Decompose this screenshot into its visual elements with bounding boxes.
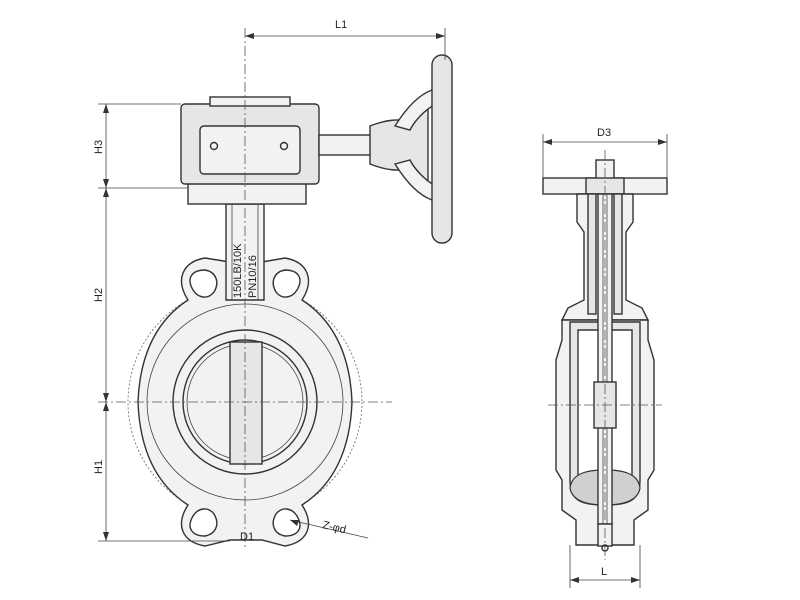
lug-hole-bottom-right xyxy=(272,508,301,537)
handwheel-rim xyxy=(431,54,453,244)
side-packing-left xyxy=(587,193,597,315)
gearbox-bolt-left xyxy=(209,141,219,151)
dim-h3: H3 xyxy=(93,140,105,154)
handwheel-shaft xyxy=(318,134,374,156)
dim-d3: D3 xyxy=(597,127,611,139)
lug-hole-bottom-left xyxy=(189,508,218,537)
side-view xyxy=(542,150,668,560)
dim-h1: H1 xyxy=(93,460,105,474)
lug-hole-top-left xyxy=(189,269,218,298)
dim-d1: D1 xyxy=(240,531,254,543)
gearbox-flange xyxy=(187,181,307,205)
bolt-circle xyxy=(127,284,363,520)
dim-l: L xyxy=(601,566,607,578)
gearbox-bolt-right xyxy=(279,141,289,151)
lug-hole-top-right xyxy=(272,269,301,298)
side-dimensions: D3 L xyxy=(542,127,668,588)
dim-l1: L1 xyxy=(335,19,347,31)
side-packing-right xyxy=(613,193,623,315)
dim-h2: H2 xyxy=(93,288,105,302)
dim-bolt-holes: Z-φd xyxy=(321,519,347,536)
body-marking-line2: PN10/16 xyxy=(247,255,259,298)
body-marking-line1: 150LB/10K xyxy=(232,243,244,298)
disc-stem xyxy=(229,341,263,465)
front-view: 150LB/10K PN10/16 xyxy=(98,28,453,548)
front-dimensions: L1 H3 H2 H1 D1 Z-φd xyxy=(93,19,446,543)
gearbox-cover xyxy=(199,125,301,175)
gearbox-top-bar xyxy=(209,96,291,107)
